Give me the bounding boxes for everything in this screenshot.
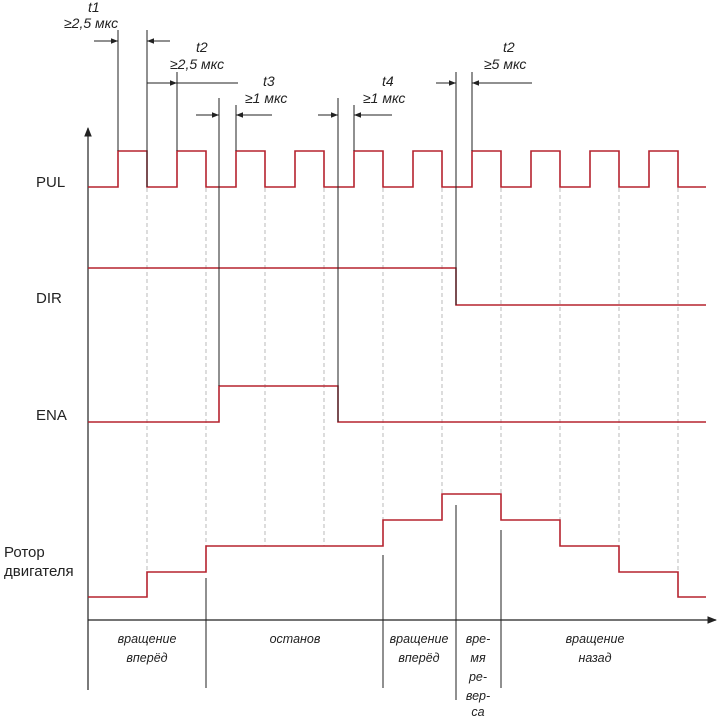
phase-text: вер- — [466, 689, 490, 703]
t2b-value: ≥5 мкс — [484, 56, 526, 72]
rotor-waveform — [88, 493, 706, 598]
phase-label-forward-1: вращение вперёд — [118, 632, 177, 665]
t4-value: ≥1 мкс — [363, 90, 405, 106]
phase-text: вращение — [566, 632, 625, 646]
phase-text: вращение — [118, 632, 177, 646]
phase-text: назад — [578, 651, 611, 665]
phase-label-stop: останов — [270, 632, 321, 646]
t1-name: t1 — [88, 0, 100, 15]
phase-text: са — [471, 705, 484, 719]
t4-name: t4 — [382, 73, 394, 89]
pul-waveform — [88, 150, 706, 188]
phase-label-reverse-time: вре- мя ре- вер- са — [466, 632, 491, 719]
phase-separators — [205, 505, 502, 700]
t2a-value: ≥2,5 мкс — [170, 56, 224, 72]
pulse-grid-lines — [146, 188, 679, 597]
ena-waveform — [88, 385, 706, 423]
rotor-label-line1: Ротор — [4, 544, 45, 561]
t3-name: t3 — [263, 73, 275, 89]
timing-marker-lines — [117, 30, 473, 422]
timing-arrows — [94, 38, 532, 118]
t2a-name: t2 — [196, 39, 208, 55]
rotor-label-line2: двигателя — [4, 563, 74, 580]
t2b-name: t2 — [503, 39, 515, 55]
phase-text: вперёд — [126, 651, 167, 665]
ena-label: ENA — [36, 407, 67, 424]
t1-value: ≥2,5 мкс — [64, 15, 118, 31]
phase-text: вперёд — [398, 651, 439, 665]
pul-label: PUL — [36, 174, 65, 191]
t3-value: ≥1 мкс — [245, 90, 287, 106]
phase-label-backward: вращение назад — [566, 632, 625, 665]
phase-text: вре- — [466, 632, 491, 646]
phase-text: останов — [270, 632, 321, 646]
dir-waveform — [88, 267, 706, 306]
phase-text: ре- — [468, 670, 487, 684]
dir-label: DIR — [36, 290, 62, 307]
phase-label-forward-2: вращение вперёд — [390, 632, 449, 665]
phase-text: мя — [470, 651, 486, 665]
phase-text: вращение — [390, 632, 449, 646]
